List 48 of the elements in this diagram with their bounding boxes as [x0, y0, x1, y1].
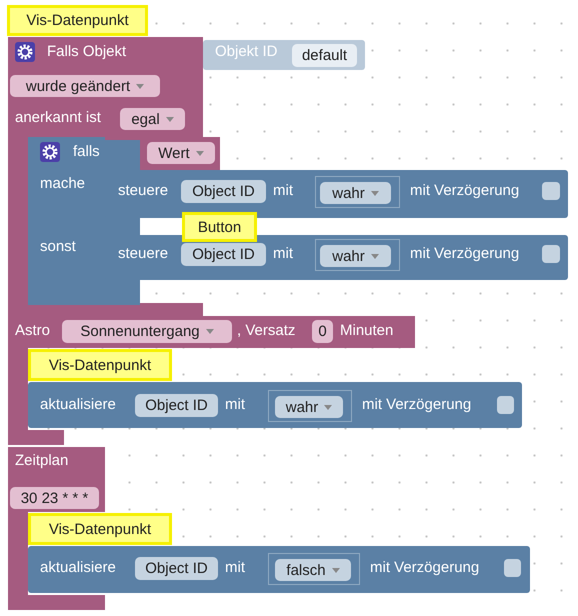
comment-tooltip: Vis-Datenpunkt	[28, 349, 172, 381]
block-label: anerkannt ist	[15, 109, 101, 127]
block-label: steuere	[118, 245, 168, 263]
checkbox	[542, 182, 560, 200]
dropdown-field: wurde geändert	[10, 75, 160, 97]
dropdown-field: wahr	[320, 182, 391, 204]
text-field: Object ID	[181, 180, 266, 203]
comment-tooltip: Button	[182, 212, 257, 242]
text-field: Object ID	[181, 243, 266, 266]
dropdown-field: Sonnenuntergang	[62, 320, 232, 343]
block-label: steuere	[118, 182, 168, 200]
checkbox	[504, 559, 521, 577]
text-field: Object ID	[135, 557, 218, 580]
block-label: mache	[40, 175, 86, 193]
comment-tooltip: Vis-Datenpunkt	[28, 513, 172, 545]
block-label: aktualisiere	[40, 559, 116, 577]
block-label: mit	[273, 182, 293, 200]
checkbox	[497, 396, 514, 414]
comment-tooltip: Vis-Datenpunkt	[7, 5, 148, 36]
checkbox	[542, 245, 560, 263]
block-label: , Versatz	[237, 322, 296, 340]
object-id-block	[203, 40, 365, 70]
block-label: sonst	[40, 238, 76, 256]
text-field: 30 23 * * *	[10, 487, 99, 509]
dropdown-field: wahr	[275, 396, 343, 418]
text-field: Object ID	[135, 394, 218, 417]
block-label: Minuten	[340, 322, 394, 340]
dropdown-field: falsch	[275, 559, 351, 581]
dropdown-field: egal	[120, 108, 185, 130]
block-label: mit	[225, 559, 245, 577]
block-label: Zeitplan	[15, 452, 68, 470]
action-block	[28, 382, 522, 428]
block-label: mit	[225, 396, 245, 414]
block-label: mit Verzögerung	[362, 396, 472, 414]
block-label: aktualisiere	[40, 396, 116, 414]
dropdown-field: wahr	[320, 245, 391, 267]
block-label: mit	[273, 245, 293, 263]
number-field: 0	[312, 320, 333, 343]
block-label: falls	[73, 143, 100, 161]
block-label: mit Verzögerung	[370, 559, 480, 577]
block-label: Objekt ID	[215, 43, 278, 61]
block-label: Falls Objekt	[47, 43, 126, 61]
block-label: Astro	[15, 322, 50, 340]
block-label: mit Verzögerung	[410, 182, 520, 200]
text-field: default	[292, 44, 357, 67]
action-block	[28, 546, 530, 593]
dropdown-field: Wert	[147, 142, 215, 164]
block-label: mit Verzögerung	[410, 245, 520, 263]
